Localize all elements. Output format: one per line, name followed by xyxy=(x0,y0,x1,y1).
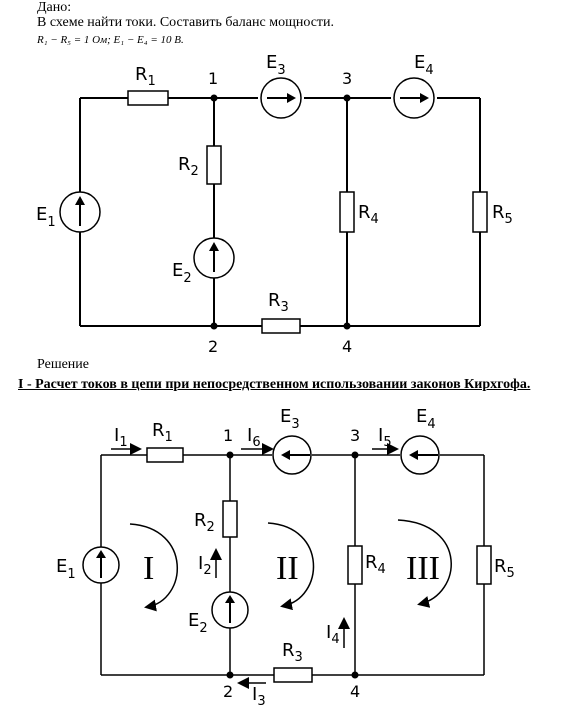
loop-label-2: II xyxy=(276,550,299,587)
node-1: 1 xyxy=(223,426,233,445)
wires-1 xyxy=(79,97,481,327)
label-e1: E1 xyxy=(56,556,76,582)
source-e2 xyxy=(193,237,235,279)
label-r4: R4 xyxy=(358,202,379,227)
source-e3 xyxy=(260,77,302,119)
resistor-r1 xyxy=(127,90,169,106)
source-e1 xyxy=(82,546,120,584)
given-label: Дано: xyxy=(37,0,72,15)
label-i2: I2 xyxy=(198,553,212,578)
resistor-r3 xyxy=(273,667,313,683)
junction-dot xyxy=(351,451,359,459)
junction-dot xyxy=(226,451,234,459)
loop-arrow-3 xyxy=(397,519,452,608)
resistor-r3 xyxy=(261,318,301,334)
resistor-r4 xyxy=(347,545,363,585)
label-r3: R3 xyxy=(282,640,303,665)
node-2: 2 xyxy=(223,682,233,701)
node-2: 2 xyxy=(208,337,218,356)
resistor-r1 xyxy=(146,447,184,463)
label-e2: E2 xyxy=(172,260,192,286)
solution-label: Решение xyxy=(37,357,90,372)
source-e4 xyxy=(400,435,440,475)
loop-label-3: III xyxy=(406,550,440,587)
loop-label-1: I xyxy=(143,550,154,587)
label-r5: R5 xyxy=(492,202,513,227)
label-r5: R5 xyxy=(494,556,515,581)
resistor-r5 xyxy=(476,545,492,585)
node-4: 4 xyxy=(350,682,360,701)
node-4: 4 xyxy=(342,337,352,356)
source-e4 xyxy=(393,77,435,119)
node-3: 3 xyxy=(342,69,352,88)
label-i4: I4 xyxy=(326,622,340,647)
loop-arrow-2 xyxy=(267,522,315,611)
label-r2: R2 xyxy=(194,510,215,535)
source-e2 xyxy=(211,591,249,629)
label-e3: E3 xyxy=(266,52,286,78)
label-r1: R1 xyxy=(135,64,156,89)
label-e3: E3 xyxy=(280,406,300,432)
label-r1: R1 xyxy=(152,420,173,445)
resistor-r2 xyxy=(222,500,238,538)
loop-arrow-1 xyxy=(129,523,178,612)
source-e3 xyxy=(272,435,312,475)
label-r2: R2 xyxy=(178,154,199,179)
node-3: 3 xyxy=(350,426,360,445)
resistor-r2 xyxy=(206,145,222,185)
junction-dot xyxy=(210,94,218,102)
circuit-diagram-2: I II III R1 R2 R3 R4 R5 E1 E2 E3 E4 I1 I… xyxy=(56,406,515,709)
label-r4: R4 xyxy=(365,552,386,577)
resistor-r5 xyxy=(472,191,488,233)
junction-dot xyxy=(210,322,218,330)
given-conditions: R₁ − R₅ = 1 Ом; E₁ − E₄ = 10 В. xyxy=(37,34,184,46)
junction-dot xyxy=(351,671,359,679)
junction-dot xyxy=(343,94,351,102)
solution-heading: I - Расчет токов в цепи при непосредстве… xyxy=(18,377,531,392)
resistor-r4 xyxy=(339,191,355,233)
circuit-diagram-1: R1 R2 R3 R4 R5 E1 E2 E3 E4 1 2 3 4 xyxy=(36,52,513,356)
junction-dot xyxy=(226,671,234,679)
source-e1 xyxy=(59,191,101,233)
label-e4: E4 xyxy=(414,52,434,78)
label-e1: E1 xyxy=(36,204,56,230)
label-e2: E2 xyxy=(188,610,208,636)
label-i3: I3 xyxy=(252,684,266,709)
label-i5: I5 xyxy=(378,425,392,450)
label-i1: I1 xyxy=(114,425,128,450)
node-1: 1 xyxy=(208,69,218,88)
label-r3: R3 xyxy=(268,290,289,315)
task-statement: В схеме найти токи. Составить баланс мощ… xyxy=(37,15,335,30)
label-e4: E4 xyxy=(416,406,436,432)
junction-dot xyxy=(343,322,351,330)
label-i6: I6 xyxy=(247,425,261,450)
